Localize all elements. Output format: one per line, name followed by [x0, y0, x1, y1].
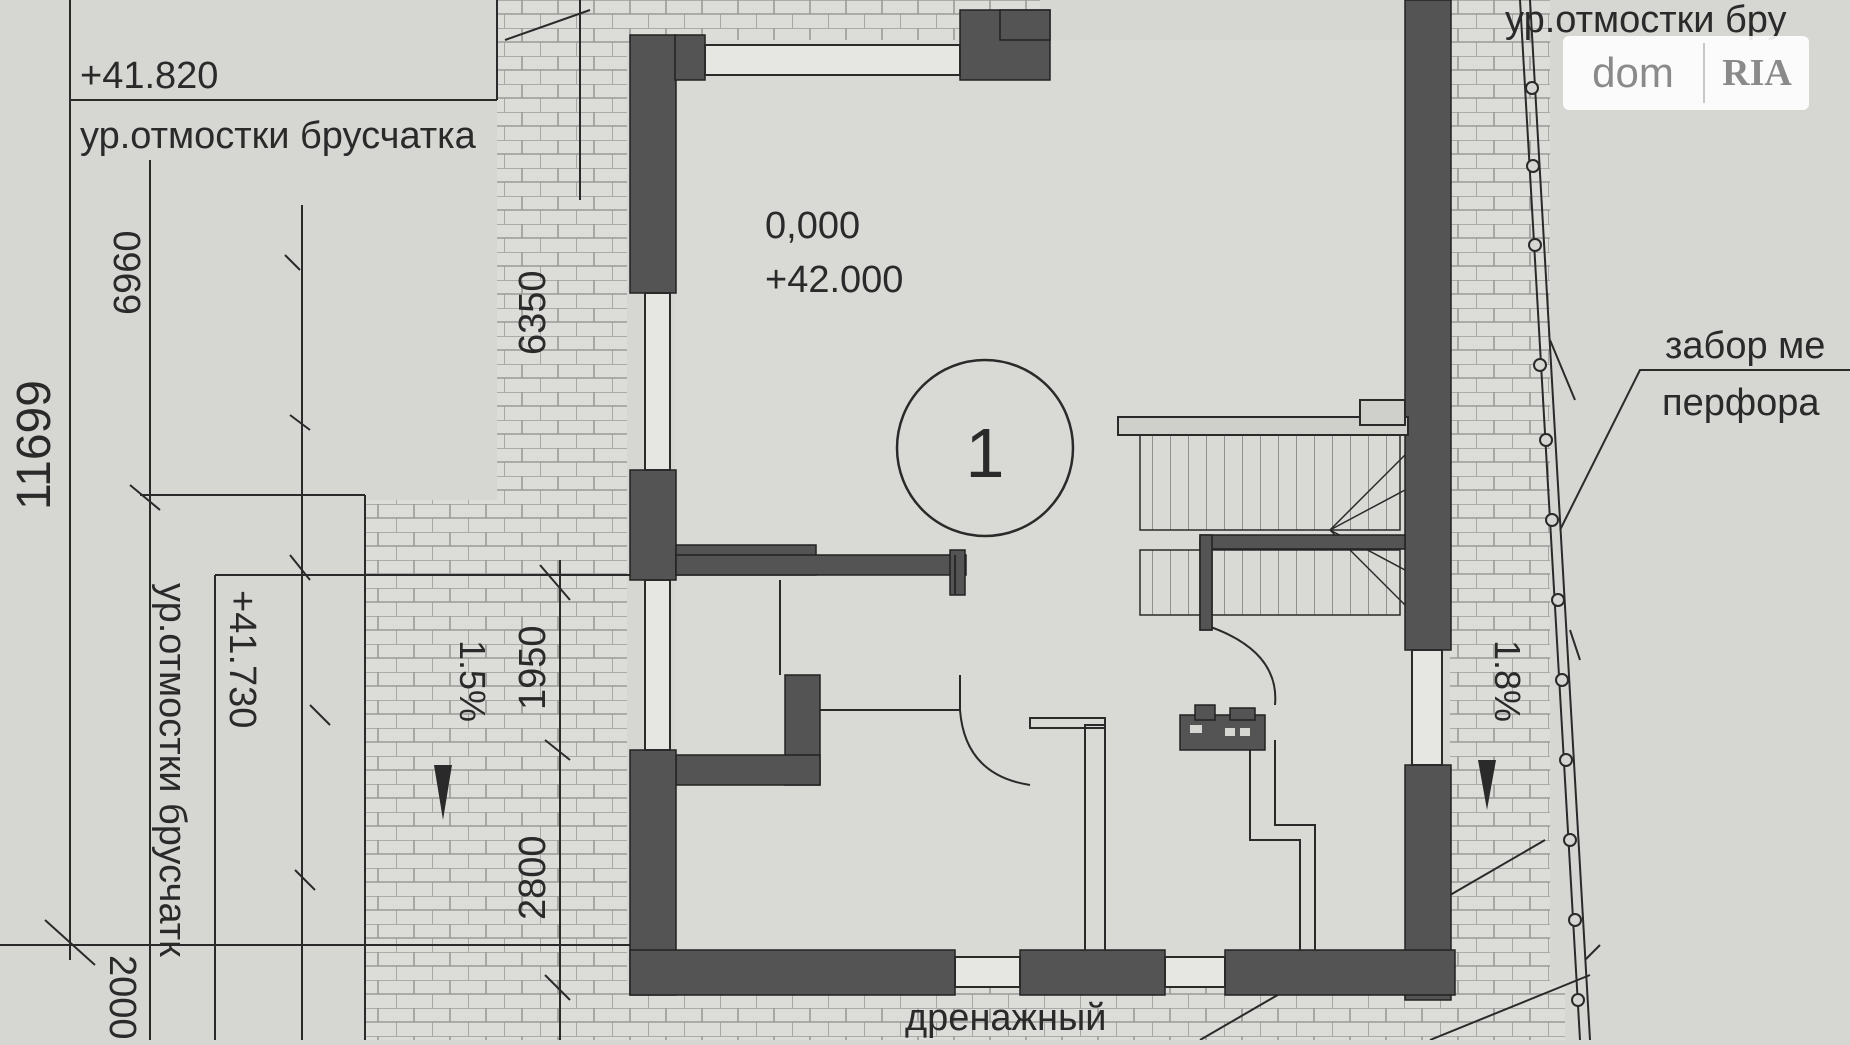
slope-arrows — [434, 760, 1496, 820]
watermark-ria-text: RIA — [1722, 52, 1792, 94]
slope-label-left: 1.5% — [452, 640, 493, 722]
dimension-6960: 6960 — [107, 230, 149, 315]
room-number: 1 — [966, 414, 1005, 492]
dimension-overall: 11699 — [8, 380, 61, 510]
elevation-label-vertical: +41.730 — [221, 590, 263, 728]
fixture-detail — [1190, 725, 1250, 736]
windows — [644, 44, 1443, 988]
drainage-label: дренажный — [905, 997, 1107, 1039]
walls — [629, 0, 1456, 1001]
interior-lines — [779, 555, 1316, 950]
staircase — [1117, 399, 1409, 631]
dimension-2800: 2800 — [512, 835, 554, 920]
dimension-2000: 2000 — [101, 955, 143, 1040]
floor-level-label: +42.000 — [765, 259, 903, 301]
paving-label-top-right: ур.отмостки бру — [1505, 0, 1787, 41]
fence-label-line1: забор ме — [1665, 325, 1825, 367]
dimension-6350: 6350 — [512, 270, 554, 355]
zero-level-label: 0,000 — [765, 205, 860, 247]
paving-label-vertical: ур.отмостки брусчатк — [151, 583, 193, 957]
dimension-lines — [0, 0, 971, 1040]
drawing-labels: +41.820 ур.отмостки брусчатка ур.отмостк… — [8, 0, 1825, 1040]
dimension-1950: 1950 — [512, 625, 554, 710]
elevation-label-top-left: +41.820 — [80, 55, 218, 97]
fence-posts — [1525, 81, 1585, 1007]
watermark-dom-text: dom — [1592, 49, 1674, 96]
paving-label-top-left: ур.отмостки брусчатка — [80, 115, 477, 157]
fence-label-line2: перфора — [1662, 382, 1820, 424]
watermark-logo: dom RIA — [1563, 36, 1809, 110]
watermark-divider — [1703, 43, 1705, 103]
slope-label-right: 1.8% — [1487, 640, 1528, 722]
fixture — [1179, 704, 1266, 751]
room-marker: 1 — [895, 358, 1075, 538]
